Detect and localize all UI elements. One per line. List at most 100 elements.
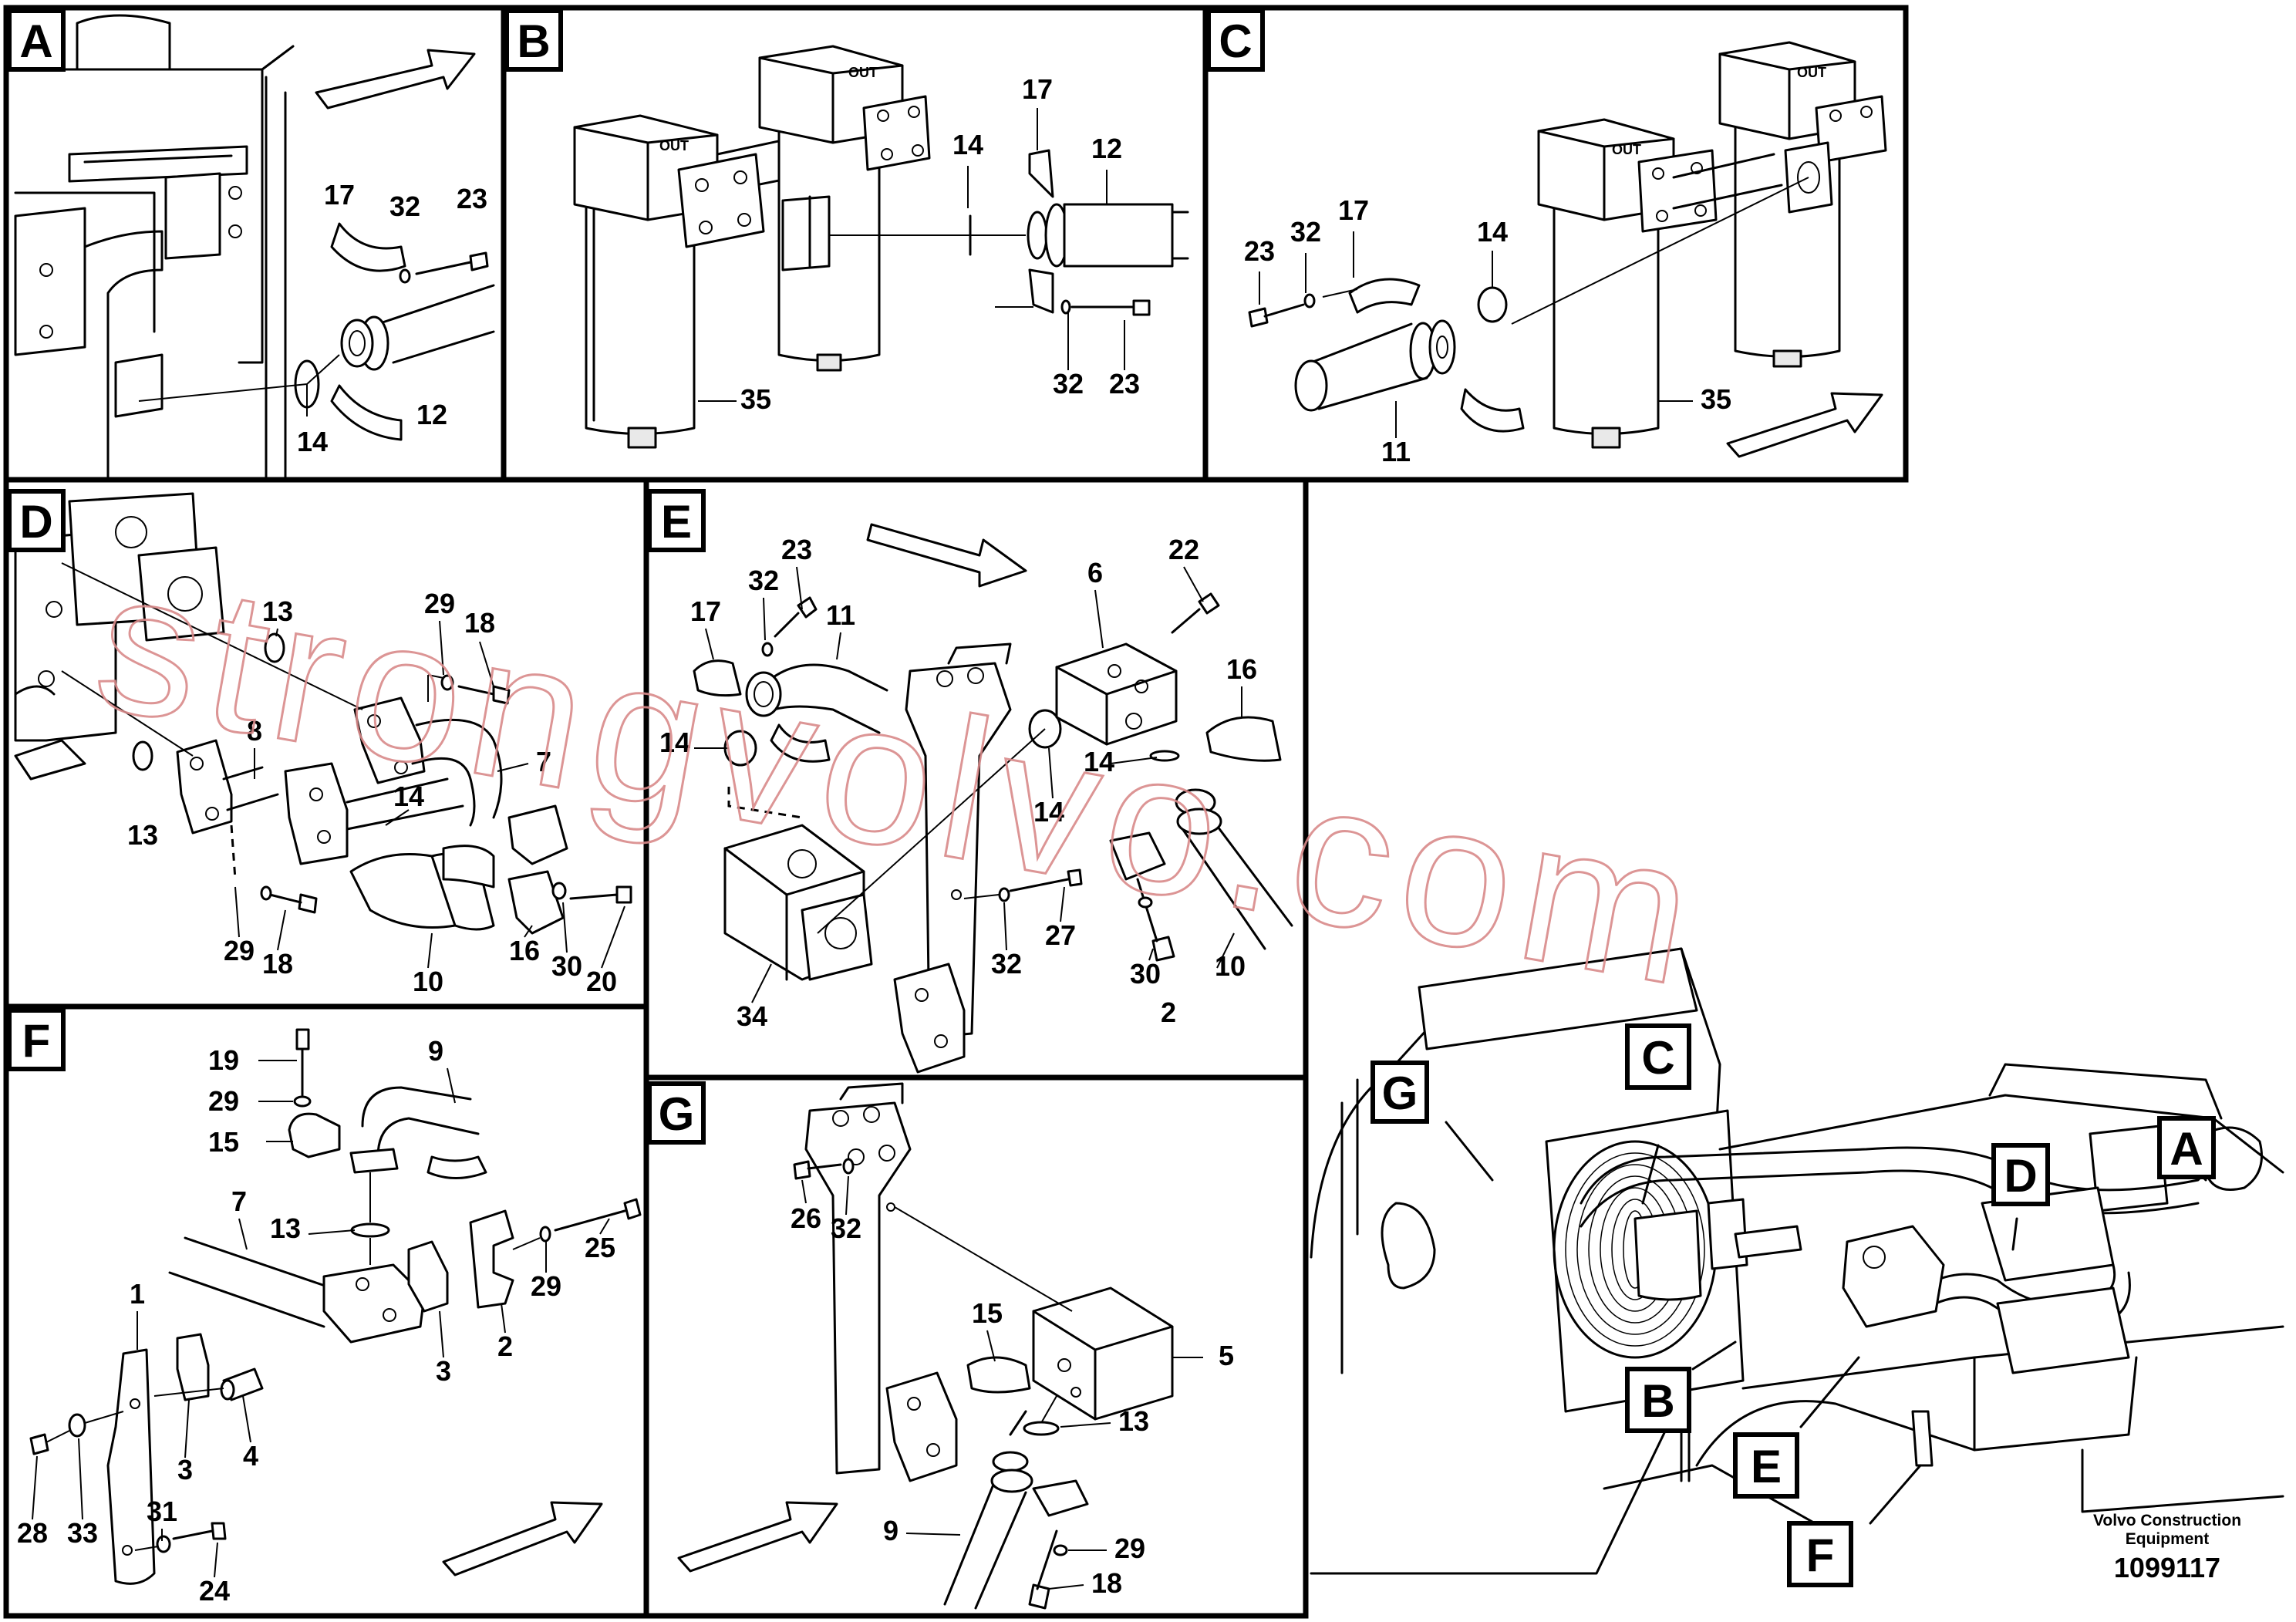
callout-f-29b: 29 xyxy=(531,1270,561,1302)
overview-tag-e-box xyxy=(1733,1432,1799,1499)
callout-d-16: 16 xyxy=(509,935,540,966)
callout-a-23: 23 xyxy=(457,183,487,214)
svg-text:OUT: OUT xyxy=(1612,142,1641,157)
svg-text:OUT: OUT xyxy=(1797,65,1826,80)
callout-f-31: 31 xyxy=(147,1496,177,1527)
machine-overview-artwork xyxy=(1310,947,2284,1575)
callout-d-30: 30 xyxy=(551,950,582,982)
svg-text:OUT: OUT xyxy=(848,65,878,80)
callout-e-32b: 32 xyxy=(991,948,1022,980)
callout-d-13b: 13 xyxy=(127,819,158,851)
overview-tag-g-box xyxy=(1371,1061,1429,1124)
panel-d-tag: D xyxy=(19,496,52,548)
panel-a-callouts: 17 32 23 14 12 xyxy=(297,179,487,457)
callout-e-17: 17 xyxy=(690,595,721,627)
panel-e-tag-box xyxy=(647,489,706,552)
overview-tag-c: C xyxy=(1641,1032,1674,1084)
callout-e-14a: 14 xyxy=(659,727,690,758)
panel-e-artwork xyxy=(693,523,1293,1074)
overview-tag-b: B xyxy=(1641,1375,1674,1427)
callout-b-14: 14 xyxy=(952,129,983,160)
callout-e-11: 11 xyxy=(826,599,855,631)
overview-tag-b-box xyxy=(1625,1367,1691,1433)
overview-tag-d-box xyxy=(1991,1143,2050,1206)
direction-arrow-g xyxy=(677,1501,838,1573)
callout-e-30: 30 xyxy=(1130,958,1161,990)
company-line-1: Volvo Construction xyxy=(2093,1512,2241,1529)
panel-b-tag-box xyxy=(504,8,563,72)
panel-f-callouts: 19 29 15 9 7 13 25 29 2 3 1 3 4 28 33 31… xyxy=(17,1035,615,1607)
panel-d-callouts: 13 29 18 7 8 14 13 29 18 10 16 30 20 xyxy=(127,588,625,997)
overview-tag-f-box xyxy=(1787,1521,1853,1587)
callout-f-25: 25 xyxy=(585,1232,615,1263)
panel-a-tag: A xyxy=(19,15,52,67)
callout-a-12: 12 xyxy=(416,399,447,430)
callout-f-13: 13 xyxy=(270,1212,301,1244)
callout-e-14c: 14 xyxy=(1084,746,1114,777)
panel-b-tag: B xyxy=(517,15,550,67)
callout-f-9: 9 xyxy=(428,1035,443,1067)
callout-a-17: 17 xyxy=(324,179,355,211)
panel-f-tag-box xyxy=(7,1008,66,1071)
callout-e-34: 34 xyxy=(737,1000,767,1032)
drawing-number: 1099117 xyxy=(2114,1552,2220,1583)
callout-g-13: 13 xyxy=(1118,1405,1149,1437)
callout-f-28: 28 xyxy=(17,1517,48,1549)
direction-arrow-e xyxy=(866,523,1027,588)
callout-g-18: 18 xyxy=(1091,1567,1122,1599)
callout-f-1: 1 xyxy=(130,1278,145,1310)
panel-d-tag-box xyxy=(7,489,66,552)
direction-arrow-a xyxy=(315,49,476,110)
overview-tags: G C D A B E F xyxy=(1371,1023,2216,1587)
callout-e-2: 2 xyxy=(1161,996,1176,1028)
callout-d-18b: 18 xyxy=(262,948,293,980)
callout-e-10: 10 xyxy=(1215,950,1246,982)
panel-c-tag: C xyxy=(1219,15,1252,67)
callout-g-5: 5 xyxy=(1219,1340,1234,1371)
panel-f-artwork xyxy=(29,1028,642,1585)
overview-tag-g: G xyxy=(1382,1067,1418,1119)
callout-e-16: 16 xyxy=(1226,653,1257,685)
callout-f-15: 15 xyxy=(208,1126,239,1158)
callout-f-24: 24 xyxy=(199,1575,230,1607)
callout-g-26: 26 xyxy=(791,1202,821,1234)
callout-d-29a: 29 xyxy=(424,588,455,619)
callout-e-22: 22 xyxy=(1168,534,1199,565)
footer-block: Volvo Construction Equipment 1099117 xyxy=(2093,1512,2241,1583)
callout-c-11: 11 xyxy=(1381,436,1411,467)
panel-g-tag-box xyxy=(647,1081,706,1145)
callout-e-23: 23 xyxy=(781,534,812,565)
callout-d-8: 8 xyxy=(247,715,262,747)
panel-d-artwork xyxy=(14,492,632,935)
panel-c-artwork: OUT OUT xyxy=(1248,41,1887,458)
callout-b-23: 23 xyxy=(1109,368,1140,400)
panel-f-tag: F xyxy=(22,1015,51,1067)
callout-f-19: 19 xyxy=(208,1044,239,1076)
panel-e-callouts: 23 32 17 11 6 22 16 14 14 14 27 32 30 10… xyxy=(659,534,1257,1032)
callout-b-35: 35 xyxy=(740,383,771,415)
callout-d-18a: 18 xyxy=(464,607,495,639)
callout-b-12: 12 xyxy=(1091,133,1122,164)
callout-a-32: 32 xyxy=(389,191,420,222)
panel-g-artwork xyxy=(677,1082,1174,1610)
callout-f-7: 7 xyxy=(231,1185,247,1217)
panel-tags: A B C D E F G xyxy=(7,8,1265,1145)
overview-tag-e: E xyxy=(1751,1441,1782,1492)
direction-arrow-c xyxy=(1726,392,1883,458)
callout-f-3a: 3 xyxy=(436,1355,451,1387)
panel-a-artwork xyxy=(14,14,495,480)
callout-g-29: 29 xyxy=(1114,1533,1145,1564)
panel-c-frame xyxy=(1202,5,1909,483)
callout-d-10: 10 xyxy=(413,966,443,997)
panel-e-tag: E xyxy=(661,496,692,548)
callout-f-3b: 3 xyxy=(177,1454,193,1485)
panel-frames xyxy=(3,5,1909,1619)
callout-c-35: 35 xyxy=(1701,383,1731,415)
callout-f-4: 4 xyxy=(243,1440,258,1472)
callout-f-33: 33 xyxy=(67,1517,98,1549)
panel-a-tag-box xyxy=(7,8,66,72)
callout-f-29: 29 xyxy=(208,1085,239,1117)
svg-text:OUT: OUT xyxy=(659,138,689,153)
callout-c-14: 14 xyxy=(1477,216,1508,248)
